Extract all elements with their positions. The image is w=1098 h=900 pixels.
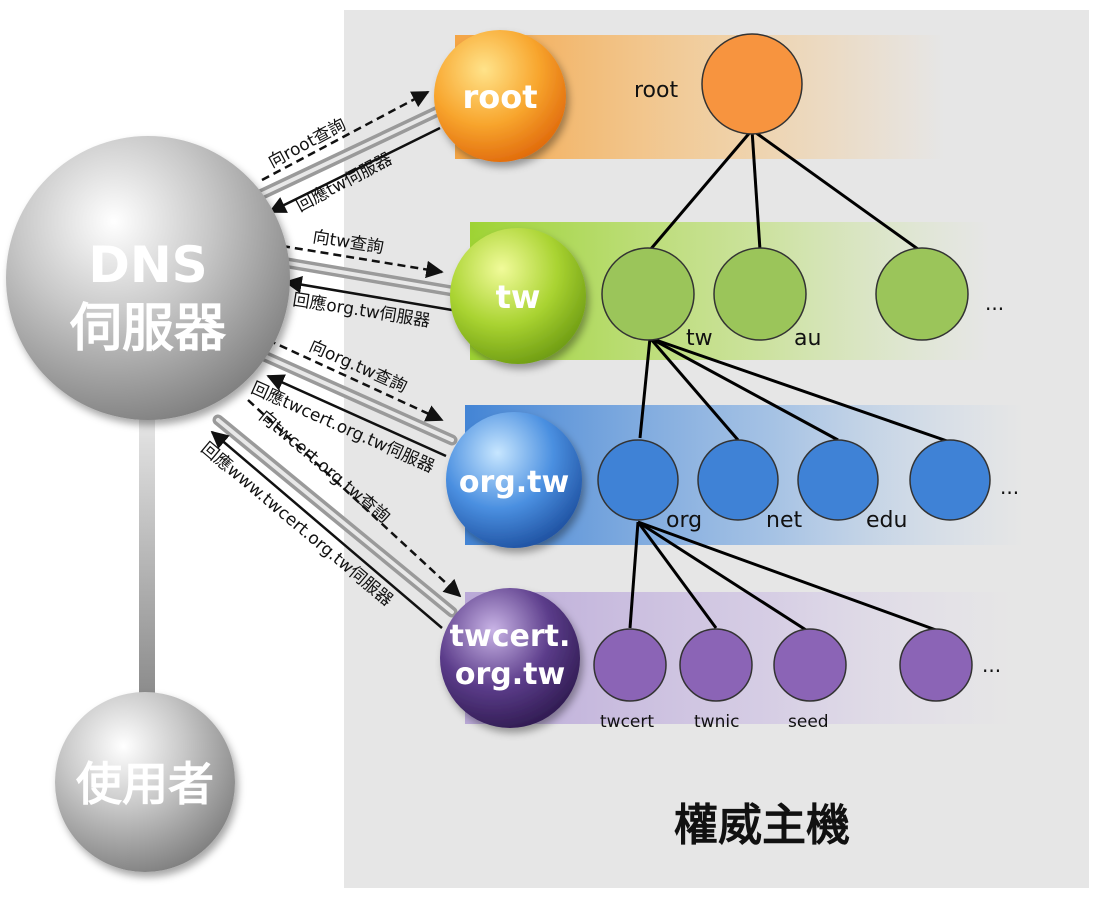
- dns-user-pipe: [139, 380, 155, 700]
- tree-node-root: [701, 33, 803, 135]
- tree-label-net: net: [766, 508, 802, 533]
- server-ball-tw: [450, 228, 586, 364]
- tree-more-leaf: ...: [982, 653, 1001, 677]
- tree-more-org: ...: [1000, 475, 1019, 499]
- reply-arrow-orgtw: [266, 374, 447, 458]
- tree-label-seed: seed: [788, 712, 829, 732]
- user-ball: [55, 692, 235, 872]
- tree-nodes-leaf-level: [593, 628, 973, 702]
- tree-label-root: root: [634, 78, 678, 103]
- tree-label-tw: tw: [686, 326, 713, 351]
- reply-arrow-root: [268, 126, 441, 214]
- server-label-tw: tw: [496, 278, 541, 316]
- tree-label-twcert: twcert: [600, 712, 654, 732]
- tree-nodes-org-level: [597, 439, 991, 521]
- tree-label-org: org: [666, 508, 702, 533]
- query-arrow-twcert: [247, 399, 462, 598]
- tree-more-tw: ...: [985, 291, 1004, 315]
- server-ball-orgtw: [446, 412, 582, 548]
- reply-arrow-tw: [284, 275, 453, 312]
- server-ball-twcert: [440, 588, 580, 728]
- panel-title: 權威主機: [674, 800, 850, 851]
- server-label-root: root: [462, 78, 537, 116]
- query-arrow-root: [261, 90, 430, 182]
- server-pipes: [212, 104, 464, 618]
- reply-arrow-twcert: [210, 430, 443, 629]
- dns-server-label-line2: 伺服器: [69, 299, 227, 359]
- server-label-twcert-line2: org.tw: [455, 657, 565, 692]
- query-arrow-tw: [281, 244, 444, 279]
- server-ball-root: [434, 30, 566, 162]
- message-arrows: [210, 90, 462, 629]
- tree-label-au: au: [794, 326, 821, 351]
- query-arrow-orgtw: [267, 338, 444, 422]
- dns-server-ball: [6, 136, 290, 420]
- tree-edges: [628, 128, 951, 632]
- tree-label-twnic: twnic: [694, 712, 739, 732]
- tree-label-edu: edu: [866, 508, 907, 533]
- tree-nodes-tw-level: [601, 247, 969, 341]
- dns-server-label-line1: DNS: [88, 236, 207, 294]
- server-label-twcert-line1: twcert.: [450, 619, 571, 654]
- server-label-orgtw: org.tw: [459, 465, 569, 500]
- user-label: 使用者: [76, 757, 214, 811]
